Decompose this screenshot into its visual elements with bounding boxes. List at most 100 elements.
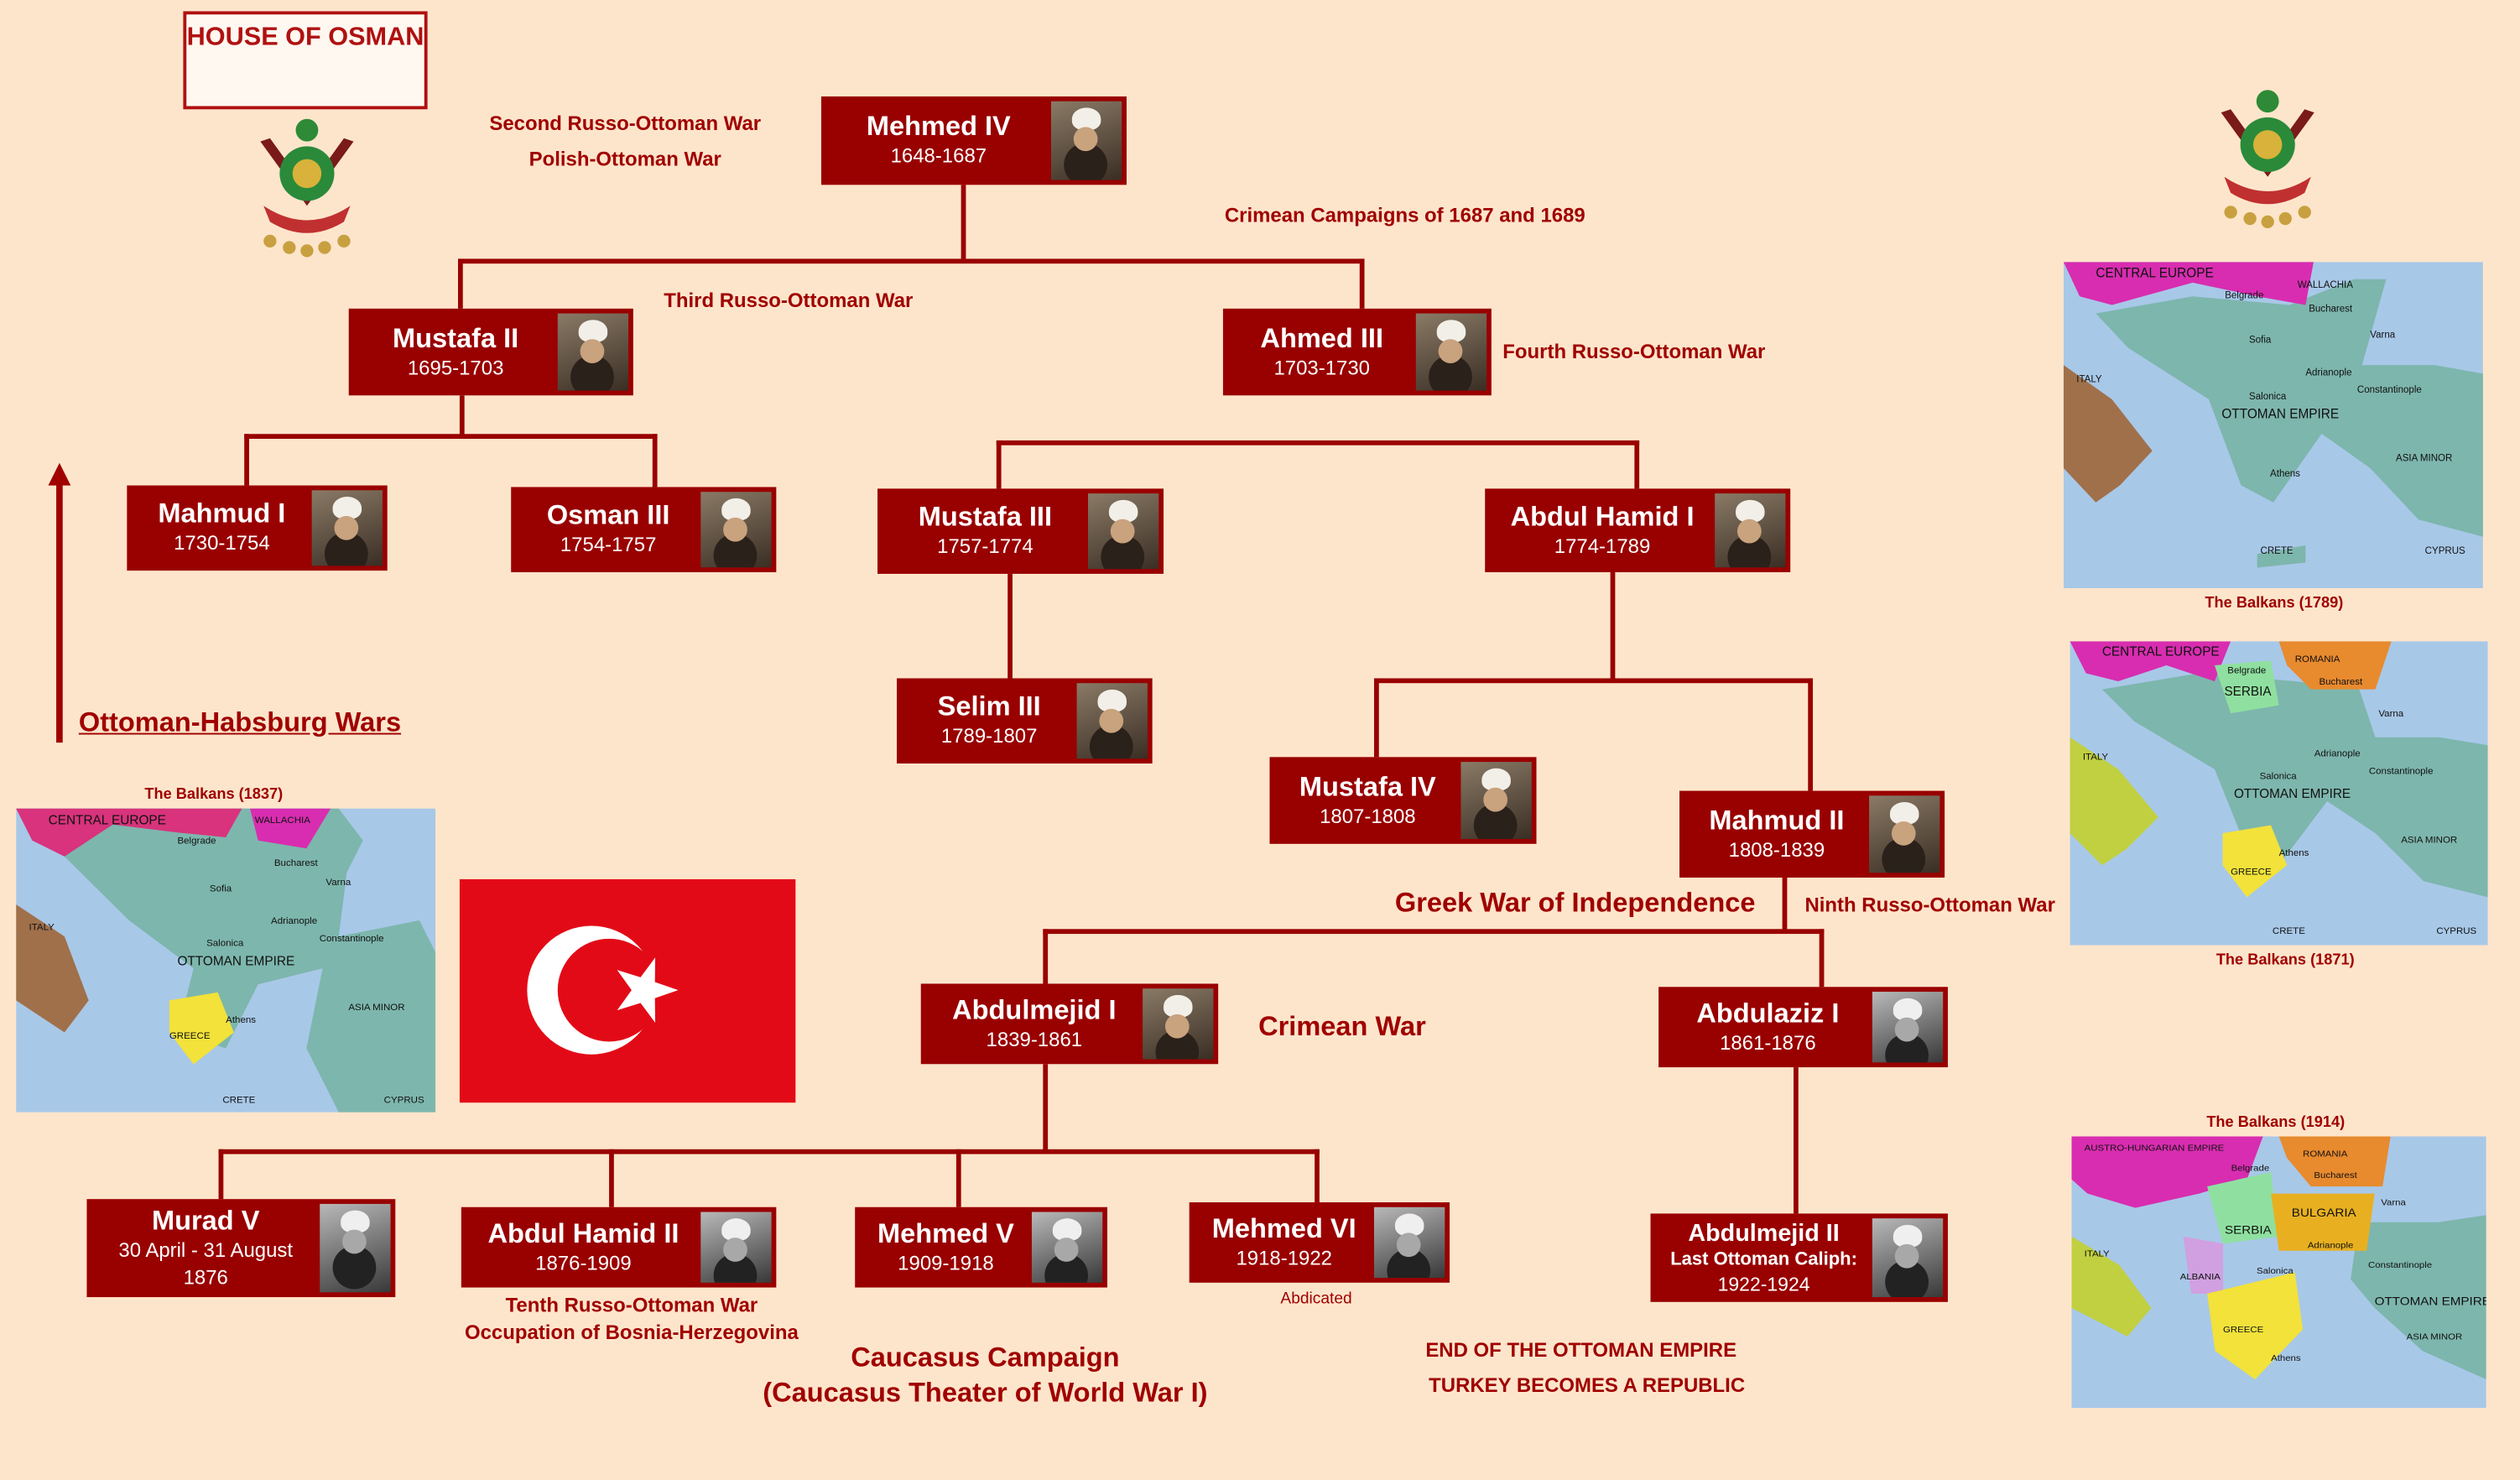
map-label: ASIA MINOR xyxy=(348,1003,404,1013)
map-label: ALBANIA xyxy=(2180,1272,2221,1281)
ruler-name: Mehmed V xyxy=(877,1217,1014,1248)
ruler-years: 1789-1807 xyxy=(940,725,1038,748)
portrait xyxy=(311,490,383,566)
map-label: CENTRAL EUROPE xyxy=(2102,645,2220,659)
connector-line xyxy=(218,1149,224,1200)
map-label: GREECE xyxy=(2231,868,2272,878)
map-label: Bucharest xyxy=(2309,302,2353,314)
connector-line xyxy=(1610,572,1616,680)
map-caption: The Balkans (1789) xyxy=(2205,594,2344,612)
map-label: Varna xyxy=(2378,709,2403,719)
connector-line xyxy=(218,1149,1320,1154)
ruler-years: 1703-1730 xyxy=(1273,356,1371,379)
ruler-years: 1754-1757 xyxy=(560,534,657,556)
map-label: Varna xyxy=(2381,1198,2407,1207)
ruler-name: Abdul Hamid II xyxy=(487,1217,679,1248)
event-label: Third Russo-Ottoman War xyxy=(664,289,914,312)
connector-line xyxy=(1634,440,1640,489)
map-label: Belgrade xyxy=(2225,289,2264,300)
ruler-years: 1774-1789 xyxy=(1554,534,1651,557)
map-label: Bucharest xyxy=(2319,677,2363,687)
map-label: Belgrade xyxy=(2227,666,2266,676)
ruler-years: 1876 xyxy=(183,1265,228,1289)
map-label: OTTOMAN EMPIRE xyxy=(177,954,294,968)
crescent-star-icon xyxy=(527,925,679,1055)
map-label: WALLACHIA xyxy=(255,816,311,826)
ruler-name: Ahmed III xyxy=(1260,322,1384,353)
ruler-years: 1918-1922 xyxy=(1236,1246,1332,1269)
event-label: Occupation of Bosnia-Herzegovina xyxy=(464,1321,799,1344)
connector-line xyxy=(1315,1149,1320,1203)
ruler-name: Mustafa II xyxy=(393,322,519,353)
abdication-note: Abdicated xyxy=(1280,1290,1352,1309)
map-label: Salonica xyxy=(2260,771,2298,781)
portrait xyxy=(1869,795,1940,873)
connector-line xyxy=(1043,929,1049,984)
event-label: Ninth Russo-Ottoman War xyxy=(1804,894,2055,917)
map-label: Varna xyxy=(325,878,351,888)
map-label: Salonica xyxy=(2257,1267,2294,1276)
event-label: (Caucasus Theater of World War I) xyxy=(763,1377,1208,1409)
event-label: Tenth Russo-Ottoman War xyxy=(505,1294,758,1317)
ruler-name: Mehmed IV xyxy=(866,111,1011,142)
ruler-years: 1807-1808 xyxy=(1320,804,1416,827)
ruler-name: Mustafa IV xyxy=(1299,770,1436,802)
map-label: Bucharest xyxy=(274,858,319,868)
map-label: Adrianople xyxy=(2314,749,2361,759)
map-label: ITALY xyxy=(29,923,55,933)
map-label: ITALY xyxy=(2083,752,2109,762)
portrait xyxy=(1087,493,1159,570)
map-label: CYPRUS xyxy=(2436,926,2476,936)
ruler-years: 1861-1876 xyxy=(1720,1030,1816,1054)
ruler-name: Mehmed VI xyxy=(1211,1212,1356,1243)
arrow-up-icon xyxy=(48,462,71,743)
map-caption: The Balkans (1914) xyxy=(2206,1113,2346,1132)
ruler-name: Mahmud I xyxy=(158,498,286,529)
event-label: Crimean Campaigns of 1687 and 1689 xyxy=(1224,204,1585,227)
ruler-name: Murad V xyxy=(151,1204,260,1236)
portrait xyxy=(1076,683,1148,759)
map-label: GREECE xyxy=(2223,1325,2263,1334)
event-label: Polish-Ottoman War xyxy=(528,148,721,171)
map-label: ASIA MINOR xyxy=(2401,836,2457,846)
map-label: AUSTRO-HUNGARIAN EMPIRE xyxy=(2085,1144,2225,1153)
portrait xyxy=(557,313,629,391)
map-label: ROMANIA xyxy=(2295,654,2340,664)
map-label: Belgrade xyxy=(2231,1164,2270,1173)
map-label: CENTRAL EUROPE xyxy=(49,814,166,828)
event-label: Fourth Russo-Ottoman War xyxy=(1502,341,1766,363)
map-label: SERBIA xyxy=(2224,685,2272,699)
connector-line xyxy=(996,440,1002,489)
map-label: OTTOMAN EMPIRE xyxy=(2234,787,2351,801)
connector-line xyxy=(458,258,1365,264)
portrait xyxy=(700,492,772,568)
connector-line xyxy=(1043,1064,1049,1151)
portrait xyxy=(1460,762,1532,840)
map-label: Constantinople xyxy=(2357,383,2422,395)
map-label: Adrianople xyxy=(2308,1241,2354,1250)
ruler-ahmed-iii: Ahmed III 1703-1730 xyxy=(1222,308,1492,396)
portrait xyxy=(1374,1206,1445,1279)
map-label: Adrianople xyxy=(2305,366,2351,378)
ruler-years: 1730-1754 xyxy=(174,532,270,555)
map-label: Salonica xyxy=(206,939,244,949)
map-label: ITALY xyxy=(2076,373,2101,384)
connector-line xyxy=(955,1149,961,1207)
map-label: ROMANIA xyxy=(2303,1149,2348,1159)
map-label: Adrianople xyxy=(271,916,317,926)
map-label: Athens xyxy=(2270,467,2300,479)
map-label: Athens xyxy=(226,1015,256,1025)
event-label: Greek War of Independence xyxy=(1394,887,1756,918)
event-label: END OF THE OTTOMAN EMPIRE xyxy=(1425,1338,1737,1362)
ruler-name: Mustafa III xyxy=(918,501,1053,533)
connector-line xyxy=(458,258,463,309)
